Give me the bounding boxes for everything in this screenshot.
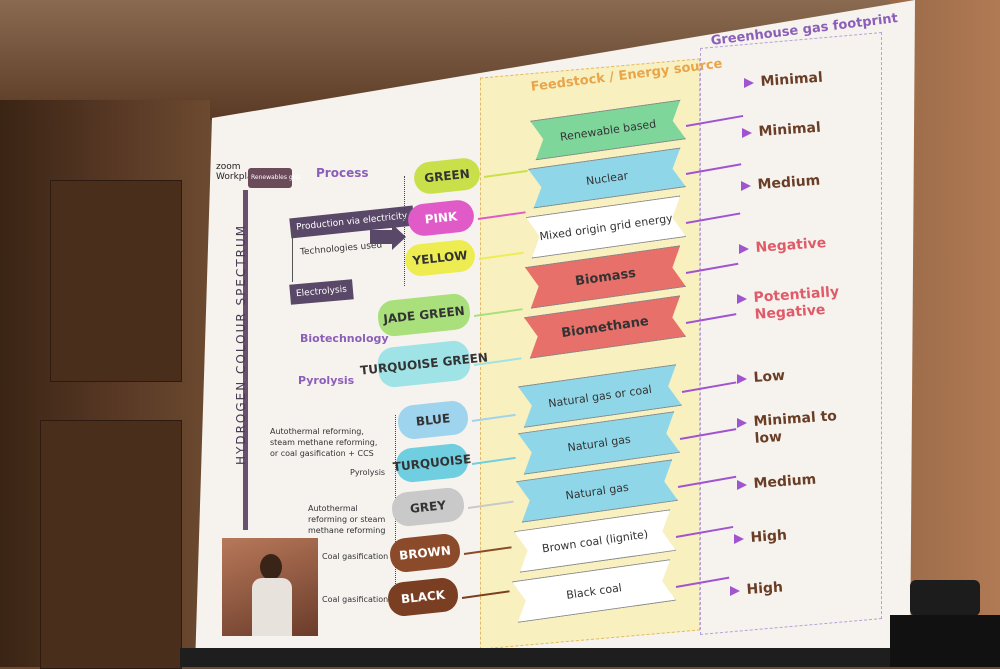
autothermal-ccs-label: Autothermal reforming, steam methane ref… [270, 427, 378, 458]
process-connector [292, 232, 293, 282]
ghg-arrow-head [741, 181, 751, 191]
projector-device [890, 615, 1000, 667]
ghg-arrow-head [737, 374, 747, 384]
color-pill-green: GREEN [412, 156, 482, 196]
pyrolysis-label: Pyrolysis [298, 374, 355, 387]
ghg-arrow-head [744, 78, 754, 88]
color-pill-jade-green: JADE GREEN [376, 292, 472, 338]
biotechnology-label: Biotechnology [300, 332, 389, 345]
electrolysis-box: Electrolysis [289, 279, 354, 305]
slide-tag: Renewables gH2 [248, 168, 301, 188]
zoom-brand: zoom Workplace [216, 162, 264, 182]
process-arrow-head [392, 224, 406, 250]
color-pill-black: BLACK [386, 576, 460, 618]
color-pill-yellow: YELLOW [403, 238, 477, 278]
zoom-toolbar[interactable] [180, 648, 900, 667]
color-pill-turquoise: TURQUOISE [392, 442, 472, 484]
ghg-arrow-head [734, 534, 744, 544]
spectrum-bar [243, 190, 248, 530]
electrolysis-bracket [404, 176, 405, 286]
ghg-arrow-head [737, 480, 747, 490]
participant-body [252, 578, 292, 636]
color-pill-pink: PINK [406, 198, 476, 238]
ghg-arrow-head [742, 128, 752, 138]
ghg-arrow-head [739, 244, 749, 254]
color-pill-grey: GREY [390, 486, 466, 528]
process-header: Process [316, 166, 369, 180]
process-arrow-body [370, 230, 392, 244]
participant-head [260, 554, 282, 580]
color-pill-blue: BLUE [396, 399, 470, 441]
ghg-arrow-head [737, 294, 747, 304]
color-pill-turquoise-green: TURQUOISE GREEN [359, 339, 489, 389]
ghg-arrow-head [730, 586, 740, 596]
color-pill-brown: BROWN [388, 532, 462, 574]
room-wall-left [0, 100, 210, 669]
coal-gasification-label: Coal gasification [322, 552, 389, 561]
spectrum-title: HYDROGEN COLOUR SPECTRUM [234, 223, 248, 465]
projector-arm [910, 580, 980, 616]
pyrolysis-small-label: Pyrolysis [350, 468, 386, 477]
coal-gasification-label-2: Coal gasification [322, 595, 389, 604]
autothermal-label: Autothermal reforming or steam methane r… [308, 504, 386, 535]
ghg-arrow-head [737, 418, 747, 428]
participant-video[interactable] [222, 538, 318, 636]
